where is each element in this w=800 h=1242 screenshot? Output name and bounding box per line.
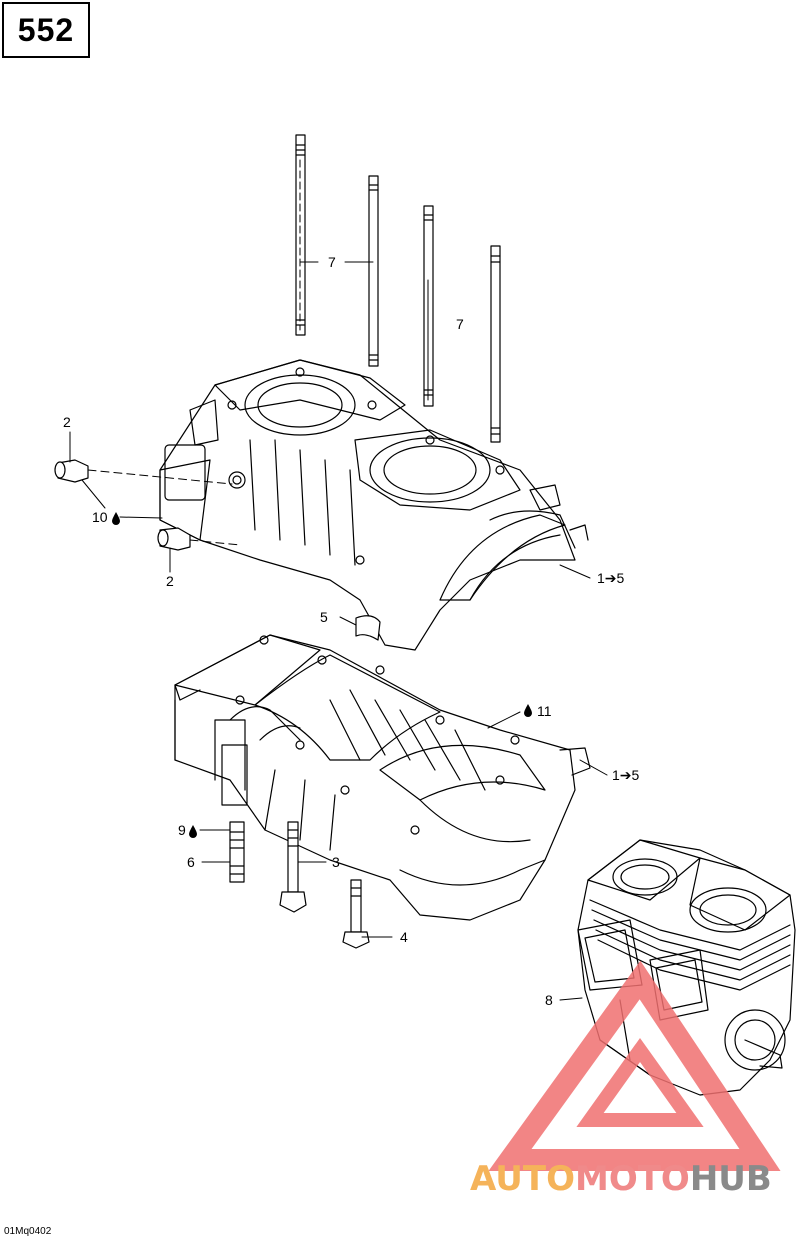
callout-5: 5 [320,609,328,625]
bearing-stop-5 [355,615,381,641]
oil-drop-icon [112,512,120,525]
oil-drop-icon [524,704,532,717]
callout-1-5-upper: 1➔5 [597,570,625,586]
cylinder-stud-4 [490,245,501,443]
stud-9 [229,821,245,883]
lower-crankcase [174,634,591,921]
watermark-hub: HUB [690,1159,772,1199]
watermark-moto: MOTO [575,1159,690,1199]
callout-7b: 7 [456,316,464,332]
cylinder-stud-2 [368,175,379,367]
watermark-logo [488,960,781,1171]
upper-crankcase [159,359,589,651]
callout-6: 6 [187,854,195,870]
page-number-box: 552 [2,2,90,58]
callout-10: 10 [92,509,108,525]
bolt-4 [342,879,370,949]
leader-lines [69,159,608,1001]
callout-7a: 7 [328,254,336,270]
callout-8: 8 [545,992,553,1008]
watermark-auto: AUTO [470,1159,575,1199]
oil-drop-icon [189,825,197,838]
plug-2-lower [157,527,191,551]
page-number: 552 [17,11,75,48]
callout-9: 9 [178,822,186,838]
callout-11: 11 [537,703,552,719]
plug-2-upper [54,459,89,483]
bolt-3 [279,821,307,913]
cylinder-stud-1 [295,134,306,336]
engine-assembly [577,839,796,1096]
callout-4: 4 [400,929,408,945]
figure-reference: 01Mq0402 [4,1226,52,1237]
callout-2b: 2 [166,573,174,589]
callout-1-5-lower: 1➔5 [612,767,640,783]
callout-3: 3 [332,854,340,870]
watermark-text: AUTOMOTOHUB [470,1159,772,1199]
callout-2a: 2 [63,414,71,430]
